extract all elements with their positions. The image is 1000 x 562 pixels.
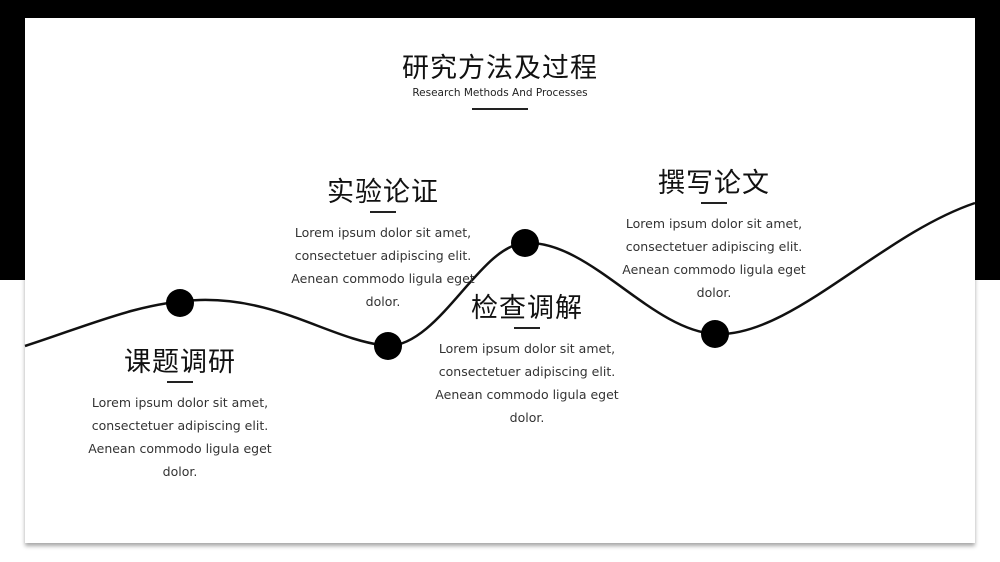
step-2: 实验论证 Lorem ipsum dolor sit amet, consect… [283, 177, 483, 313]
step-3-text: Lorem ipsum dolor sit amet, consectetuer… [435, 341, 619, 425]
step-4-text: Lorem ipsum dolor sit amet, consectetuer… [622, 216, 806, 300]
page-subtitle: Research Methods And Processes [412, 87, 588, 99]
step-2-text: Lorem ipsum dolor sit amet, consectetuer… [291, 225, 475, 309]
step-2-title: 实验论证 [327, 177, 439, 208]
step-1-text: Lorem ipsum dolor sit amet, consectetuer… [88, 395, 272, 479]
wave-line [24, 201, 976, 348]
step-1-title: 课题调研 [124, 347, 236, 378]
title-underline [472, 108, 528, 110]
step-3: 检查调解 Lorem ipsum dolor sit amet, consect… [427, 293, 627, 429]
step-dot-1 [166, 289, 194, 317]
step-3-underline [514, 327, 540, 329]
step-1: 课题调研 Lorem ipsum dolor sit amet, consect… [80, 347, 280, 483]
step-4: 撰写论文 Lorem ipsum dolor sit amet, consect… [614, 168, 814, 304]
step-4-underline [701, 202, 727, 204]
right-band [975, 18, 1000, 280]
step-3-title: 检查调解 [471, 293, 583, 324]
step-dot-4 [701, 320, 729, 348]
page-title: 研究方法及过程 [402, 53, 598, 84]
step-1-underline [167, 381, 193, 383]
step-dot-3 [511, 229, 539, 257]
top-band [0, 0, 1000, 18]
slide-card [25, 18, 975, 543]
step-2-underline [370, 211, 396, 213]
step-4-title: 撰写论文 [658, 168, 770, 199]
left-band [0, 18, 25, 280]
step-dot-2 [374, 332, 402, 360]
